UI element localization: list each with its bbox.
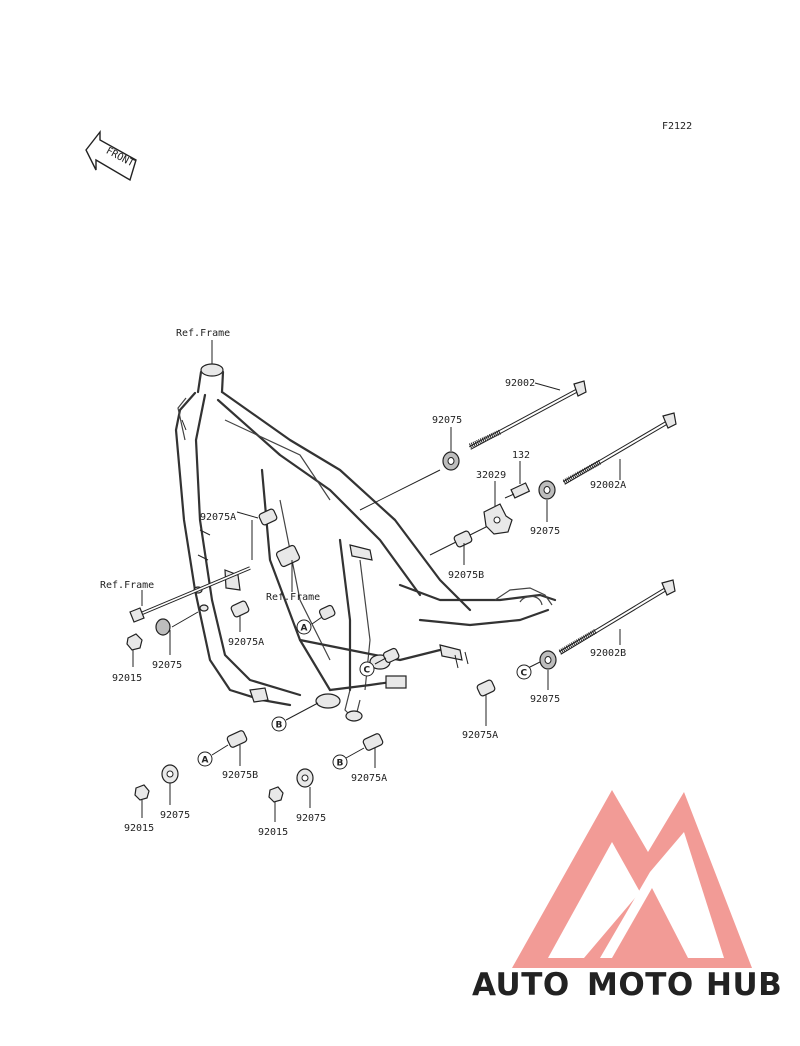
nut-bl2 [268, 786, 284, 803]
watermark-moto: MOTO [587, 967, 694, 1003]
label-92075B-bottom: 92075B [222, 770, 258, 781]
watermark-text: AUTO MOTO HUB [472, 967, 782, 1003]
collar-mid-b [453, 530, 473, 548]
callout-a-bottom: A [197, 751, 213, 767]
label-92075-bl2: 92075 [296, 813, 326, 824]
watermark-hub: HUB [706, 967, 782, 1003]
collar-a [318, 604, 336, 621]
frame-bushing [275, 544, 301, 568]
callout-c-frame: C [359, 661, 375, 677]
label-92075-right2: 92075 [530, 694, 560, 705]
collar-mid [230, 600, 250, 618]
svg-text:B: B [276, 721, 283, 731]
label-92002B: 92002B [590, 648, 626, 659]
leader-lines [132, 340, 621, 822]
washer-bl2 [296, 768, 314, 788]
collar-bottom-a [362, 733, 384, 751]
collar-upper [258, 508, 278, 526]
washer-right1 [538, 480, 556, 500]
label-92015-left: 92015 [112, 673, 142, 684]
label-92002: 92002 [505, 378, 535, 389]
label-32029: 32029 [476, 470, 506, 481]
nut-left [126, 633, 143, 651]
watermark-logo-icon [512, 790, 752, 968]
callout-b-frame: B [271, 716, 287, 732]
washer-bl1 [161, 764, 179, 784]
collar-right [476, 679, 496, 697]
label-92075-right1: 92075 [530, 526, 560, 537]
svg-text:B: B [337, 759, 344, 769]
callout-b-bottom: B [332, 754, 348, 770]
label-ref-frame-mid: Ref.Frame [266, 592, 320, 603]
callout-c-right: C [516, 664, 532, 680]
frame-drawing [174, 363, 557, 722]
callout-a-frame: A [296, 619, 312, 635]
svg-text:C: C [364, 666, 371, 676]
label-92075-bl1: 92075 [160, 810, 190, 821]
svg-text:A: A [301, 624, 308, 634]
label-92075A-upper: 92075A [200, 512, 236, 523]
label-92075A-bottom: 92075A [351, 773, 387, 784]
label-92075-top: 92075 [432, 415, 462, 426]
label-92015-bl2: 92015 [258, 827, 288, 838]
label-92002A: 92002A [590, 480, 626, 491]
front-arrow-icon: FRONT [85, 129, 137, 182]
bolt-92002 [468, 380, 587, 450]
bolt-left [129, 566, 251, 623]
label-92075B-mid: 92075B [448, 570, 484, 581]
label-ref-frame-top: Ref.Frame [176, 328, 230, 339]
bolt-132 [504, 482, 531, 499]
svg-text:A: A [202, 756, 209, 766]
label-ref-frame-left: Ref.Frame [100, 580, 154, 591]
label-132: 132 [512, 450, 530, 461]
washer-left [155, 618, 171, 636]
label-92015-bl1: 92015 [124, 823, 154, 834]
label-92075A-mid: 92075A [228, 637, 264, 648]
svg-text:C: C [521, 669, 528, 679]
bracket-32029 [483, 503, 513, 535]
watermark-auto: AUTO [472, 967, 570, 1003]
figure-code: F2122 [662, 121, 692, 132]
label-92075A-right: 92075A [462, 730, 498, 741]
washer-top [442, 451, 460, 471]
washer-right2 [539, 650, 557, 670]
part-labels: Ref.Frame Ref.Frame Ref.Frame 92002 9200… [100, 328, 626, 838]
bolt-92002A [562, 412, 677, 485]
nut-bl1 [134, 784, 150, 801]
label-92075-left: 92075 [152, 660, 182, 671]
collar-bottom-b [226, 730, 248, 748]
bolt-92002B [558, 579, 676, 655]
